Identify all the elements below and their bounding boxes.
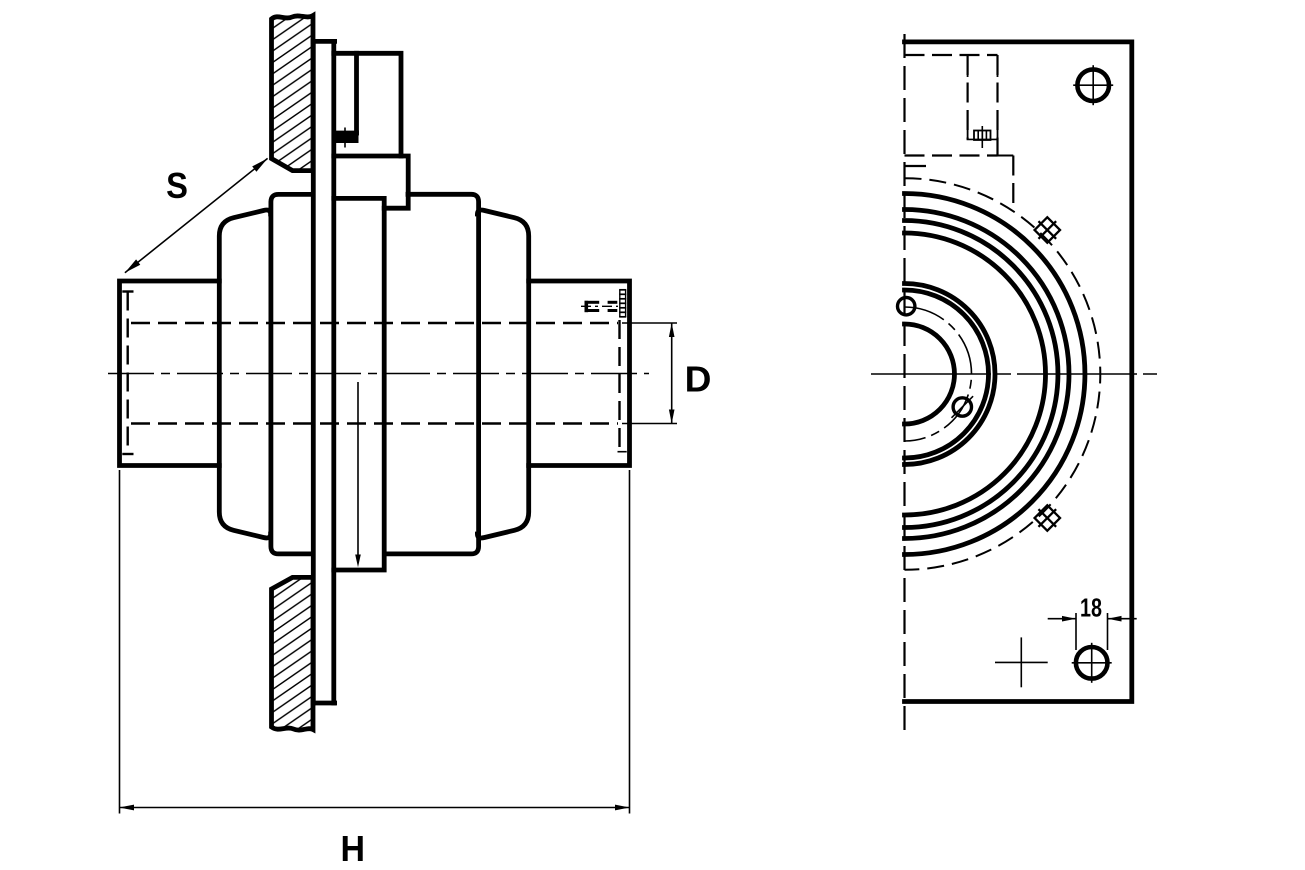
svg-text:H: H [341,828,366,869]
svg-text:D: D [685,359,712,400]
svg-text:18: 18 [1080,593,1102,623]
svg-text:S: S [166,165,188,206]
